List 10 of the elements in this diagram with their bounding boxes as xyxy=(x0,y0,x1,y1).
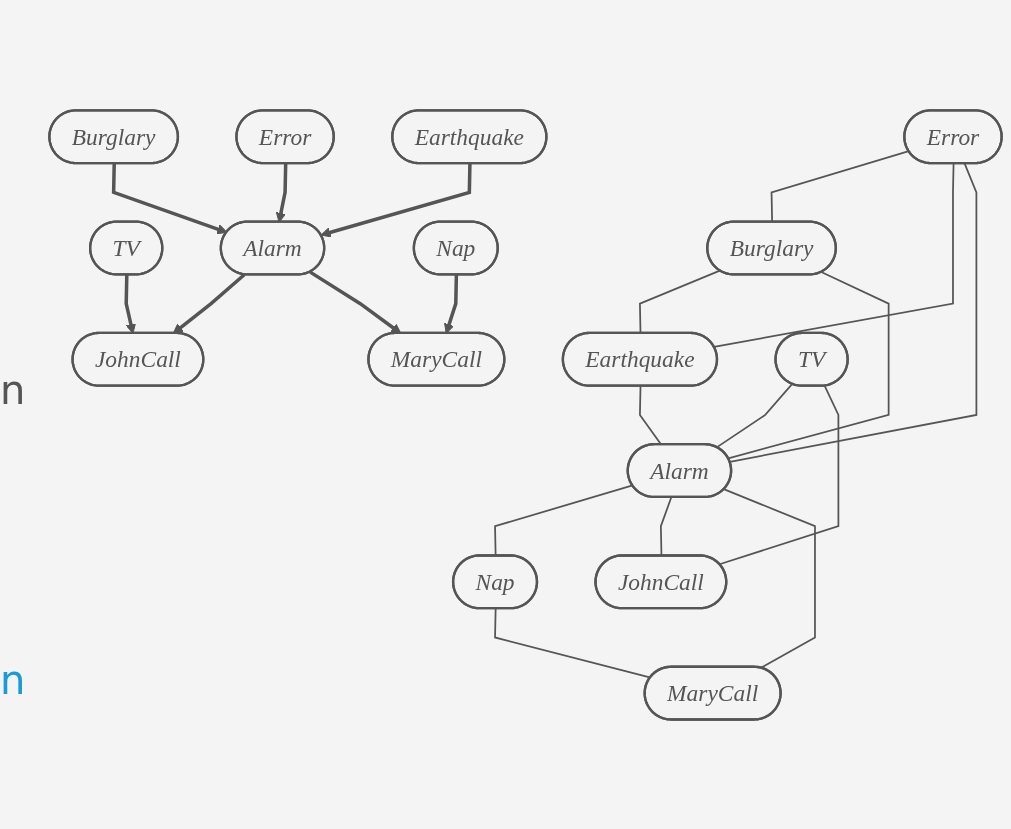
arrow xyxy=(320,163,472,237)
arrow xyxy=(111,163,228,234)
connector xyxy=(727,270,890,459)
arrow xyxy=(172,272,246,334)
connector xyxy=(729,162,978,463)
connector xyxy=(713,162,955,348)
connector xyxy=(723,488,816,669)
text-fragment: n xyxy=(0,370,26,410)
connector xyxy=(718,384,840,565)
text-fragment: n xyxy=(0,660,26,700)
